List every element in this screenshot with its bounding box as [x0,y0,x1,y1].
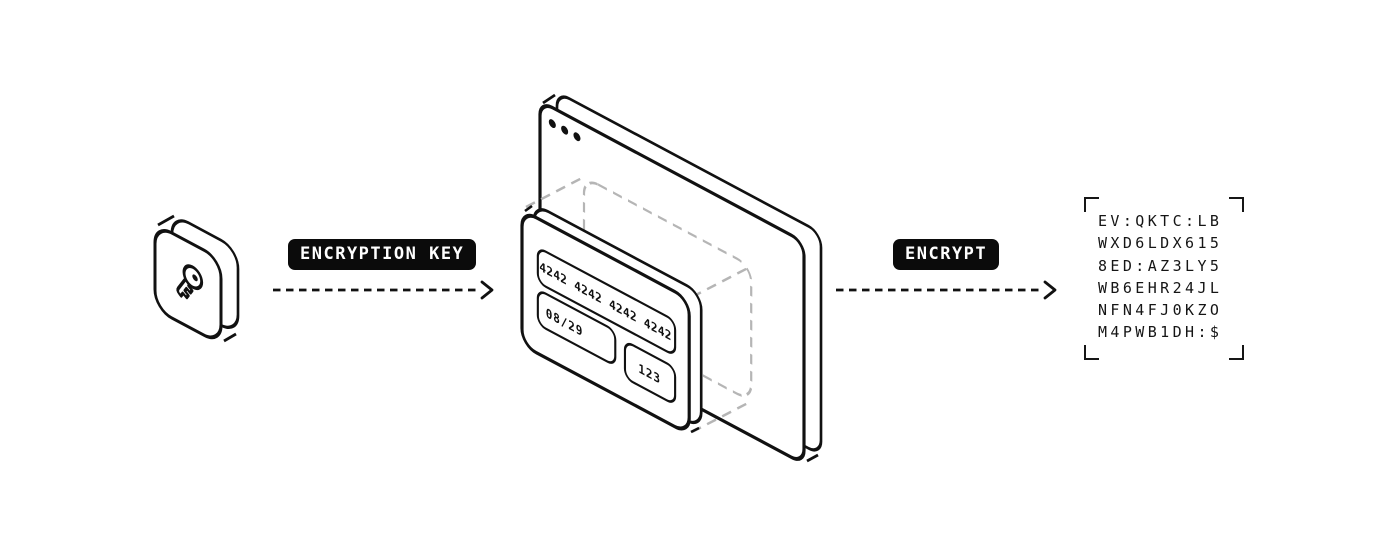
extrusion-edge [691,401,749,434]
ciphertext-line: 8ED:AZ3LY5 [1098,256,1223,275]
encryption-key-label: ENCRYPTION KEY [288,239,477,270]
dashed-arrow-right-icon [273,280,494,300]
arrow-head [1043,280,1057,300]
key-tile-edge [223,332,237,343]
window-dot-icon [548,119,556,128]
extrusion-edge [525,176,583,209]
card-panel-edge [524,204,533,213]
expiry-field [536,291,617,364]
ciphertext-block: EV:QKTC:LB WXD6LDX615 8ED:AZ3LY5 WB6EHR2… [1084,197,1244,360]
key-hole [192,274,198,282]
encrypt-label: ENCRYPT [893,239,1000,270]
card-number-field [536,249,677,354]
key-tile [153,214,240,343]
ciphertext-line: EV:QKTC:LB [1098,212,1223,230]
ciphertext-line: M4PWB1DH:$ [1098,323,1223,342]
key-icon [176,264,204,300]
window-dot-icon [561,125,569,135]
corner-mark-icon [1084,197,1099,212]
ciphertext-line: WXD6LDX615 [1098,234,1223,253]
dashed-arrow-right-icon [836,280,1057,300]
card-panel-edge [690,426,700,434]
ciphertext-line: WB6EHR24JL [1098,278,1223,297]
browser-edge [542,93,556,105]
extrusion-edge [691,266,749,299]
ciphertext-line: NFN4FJ0KZO [1098,301,1223,320]
arrow-head [480,280,494,300]
corner-mark-icon [1229,197,1244,212]
window-dot-icon [573,132,581,142]
payment-card-panel-icon: 4242 4242 4242 4242 08/29 123 [520,204,703,434]
cvc-field [623,342,677,403]
corner-mark-icon [1229,345,1244,360]
key-tile-edge [157,214,175,227]
corner-mark-icon [1084,345,1099,360]
browser-edge [806,453,819,463]
